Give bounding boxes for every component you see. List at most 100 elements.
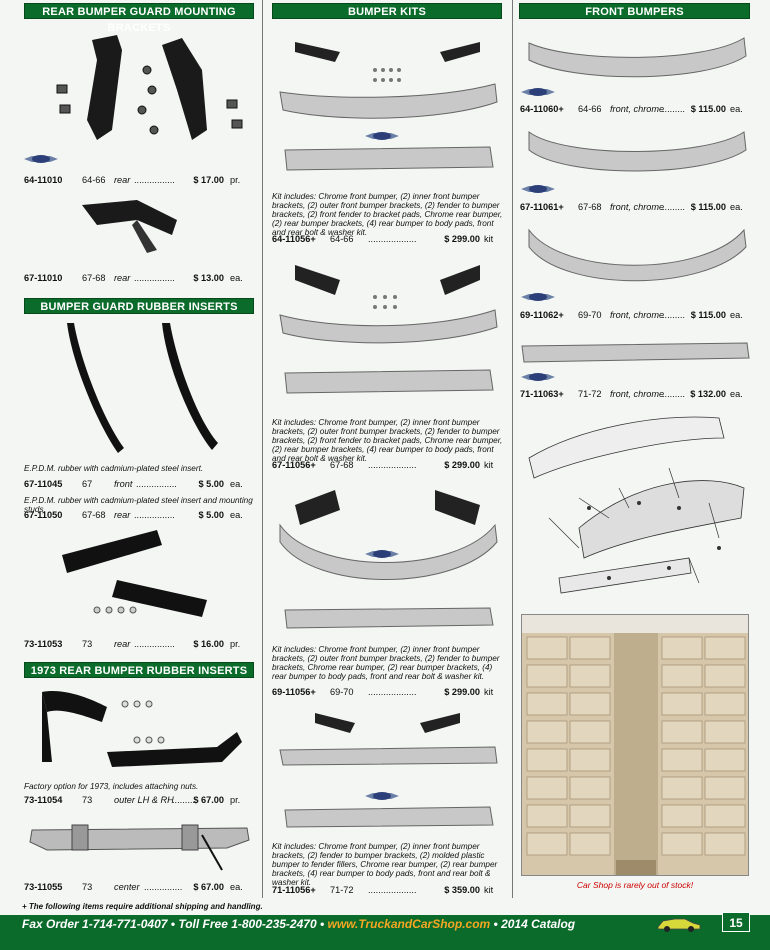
part-number: 64-11060+ <box>520 104 564 114</box>
dot-leader: ......... <box>662 310 685 320</box>
description: front, chrome <box>610 310 665 320</box>
part-number: 73-11053 <box>24 639 63 649</box>
years: 64-66 <box>330 234 354 244</box>
toll-free: Toll Free 1-800-235-2470 <box>178 917 317 931</box>
description: center <box>114 882 140 892</box>
price: $ 115.00 <box>690 202 726 212</box>
front-bumper-67-68-image <box>528 131 747 172</box>
rubber-73-note: Factory option for 1973, includes attach… <box>24 782 199 791</box>
years: 73 <box>82 882 93 892</box>
dot-leader: ......... <box>172 795 195 805</box>
price: $ 132.00 <box>690 389 726 399</box>
years: 67 <box>82 479 93 489</box>
part-number: 67-11050 <box>24 510 63 520</box>
unit: pr. <box>230 175 241 185</box>
price: $ 115.00 <box>690 104 726 114</box>
years: 69-70 <box>330 687 354 697</box>
rear-bumper-73-image <box>29 824 250 871</box>
part-number: 67-11045 <box>24 479 63 489</box>
part-number: 67-11061+ <box>520 202 564 212</box>
description: outer LH & RH <box>114 795 174 805</box>
warehouse-shelves-image <box>522 615 748 875</box>
years: 67-68 <box>330 460 354 470</box>
kit-note: Kit includes: Chrome front bumper, (2) i… <box>272 645 500 681</box>
dot-leader: ................... <box>368 234 417 244</box>
description: front, chrome <box>610 389 665 399</box>
dot-leader: ......... <box>662 202 685 212</box>
dot-leader: ................... <box>368 885 417 895</box>
bumper-exploded-diagram <box>528 416 745 594</box>
oval-logo-icon <box>521 185 555 193</box>
price: $ 17.00 <box>193 175 224 185</box>
unit: ea. <box>730 104 743 114</box>
column-divider <box>512 0 513 898</box>
footer-contact: Fax Order 1-714-771-0407 • Toll Free 1-8… <box>22 915 575 933</box>
price: $ 67.00 <box>193 882 224 892</box>
description: rear <box>114 273 131 283</box>
years: 67-68 <box>82 273 106 283</box>
car-icon <box>657 918 701 932</box>
column-divider <box>262 0 263 898</box>
price: $ 16.00 <box>193 639 224 649</box>
part-number: 71-11056+ <box>272 885 316 895</box>
dot-leader: ......... <box>662 104 685 114</box>
page-number: 15 <box>722 912 750 932</box>
photo-caption: Car Shop is rarely out of stock! <box>576 880 694 890</box>
years: 64-66 <box>578 104 602 114</box>
section-header-rear-guard-brackets: REAR BUMPER GUARD MOUNTING BRACKETS <box>24 3 254 34</box>
dot-leader: ................ <box>134 639 175 649</box>
kit-note: Kit includes: Chrome front bumper, (2) i… <box>272 418 503 463</box>
insert-note-1: E.P.D.M. rubber with cadmium-plated stee… <box>24 464 204 473</box>
right-column: FRONT BUMPERS 64-11060+ 64-66 front, chr… <box>519 0 751 898</box>
part-number: 71-11063+ <box>520 389 564 399</box>
front-bumper-71-72-image <box>521 342 750 363</box>
left-column: REAR BUMPER GUARD MOUNTING BRACKETS 64-1… <box>22 0 256 898</box>
guard-rubber-inserts-image <box>67 323 218 453</box>
oval-logo-icon <box>521 88 555 96</box>
bumper-kit-71-72-image <box>279 713 498 828</box>
years: 67-68 <box>578 202 602 212</box>
price: $ 299.00 <box>444 687 480 697</box>
footer-separator: • <box>316 917 328 931</box>
unit: ea. <box>230 882 243 892</box>
oval-logo-icon <box>365 550 399 558</box>
part-number: 69-11062+ <box>520 310 564 320</box>
years: 73 <box>82 795 93 805</box>
unit: kit <box>484 234 494 244</box>
price: $ 13.00 <box>193 273 224 283</box>
rear-rubber-73-image <box>42 690 242 767</box>
unit: ea. <box>230 510 243 520</box>
unit: ea. <box>730 310 743 320</box>
section-header-rear-rubber-73: 1973 REAR BUMPER RUBBER INSERTS <box>24 662 254 678</box>
footer-separator: • <box>167 917 179 931</box>
part-number: 64-11056+ <box>272 234 316 244</box>
unit: pr. <box>230 639 241 649</box>
rear-insert-73-image <box>62 530 207 617</box>
dot-leader: ............... <box>144 882 183 892</box>
unit: ea. <box>230 273 243 283</box>
catalog-year: 2014 Catalog <box>501 917 576 931</box>
dot-leader: ................ <box>134 175 175 185</box>
part-number: 73-11054 <box>24 795 63 805</box>
description: front <box>114 479 133 489</box>
website-link[interactable]: www.TruckandCarShop.com <box>327 917 491 931</box>
oval-logo-icon <box>365 792 399 800</box>
oval-logo-icon <box>365 132 399 140</box>
price: $ 359.00 <box>444 885 480 895</box>
oval-logo-icon <box>521 373 555 381</box>
unit: ea. <box>230 479 243 489</box>
part-number: 64-11010 <box>24 175 63 185</box>
bumper-kit-64-66-image <box>279 42 498 171</box>
unit: kit <box>484 885 494 895</box>
fax-order: Fax Order 1-714-771-0407 <box>22 917 168 931</box>
footnote: + The following items require additional… <box>22 902 263 911</box>
part-number: 69-11056+ <box>272 687 316 697</box>
unit: pr. <box>230 795 241 805</box>
description: rear <box>114 510 131 520</box>
price: $ 115.00 <box>690 310 726 320</box>
section-header-front-bumpers: FRONT BUMPERS <box>519 3 750 19</box>
years: 73 <box>82 639 93 649</box>
part-number: 67-11056+ <box>272 460 316 470</box>
kit-note: Kit includes: Chrome front bumper, (2) i… <box>272 842 498 887</box>
footer-bar <box>0 915 770 950</box>
